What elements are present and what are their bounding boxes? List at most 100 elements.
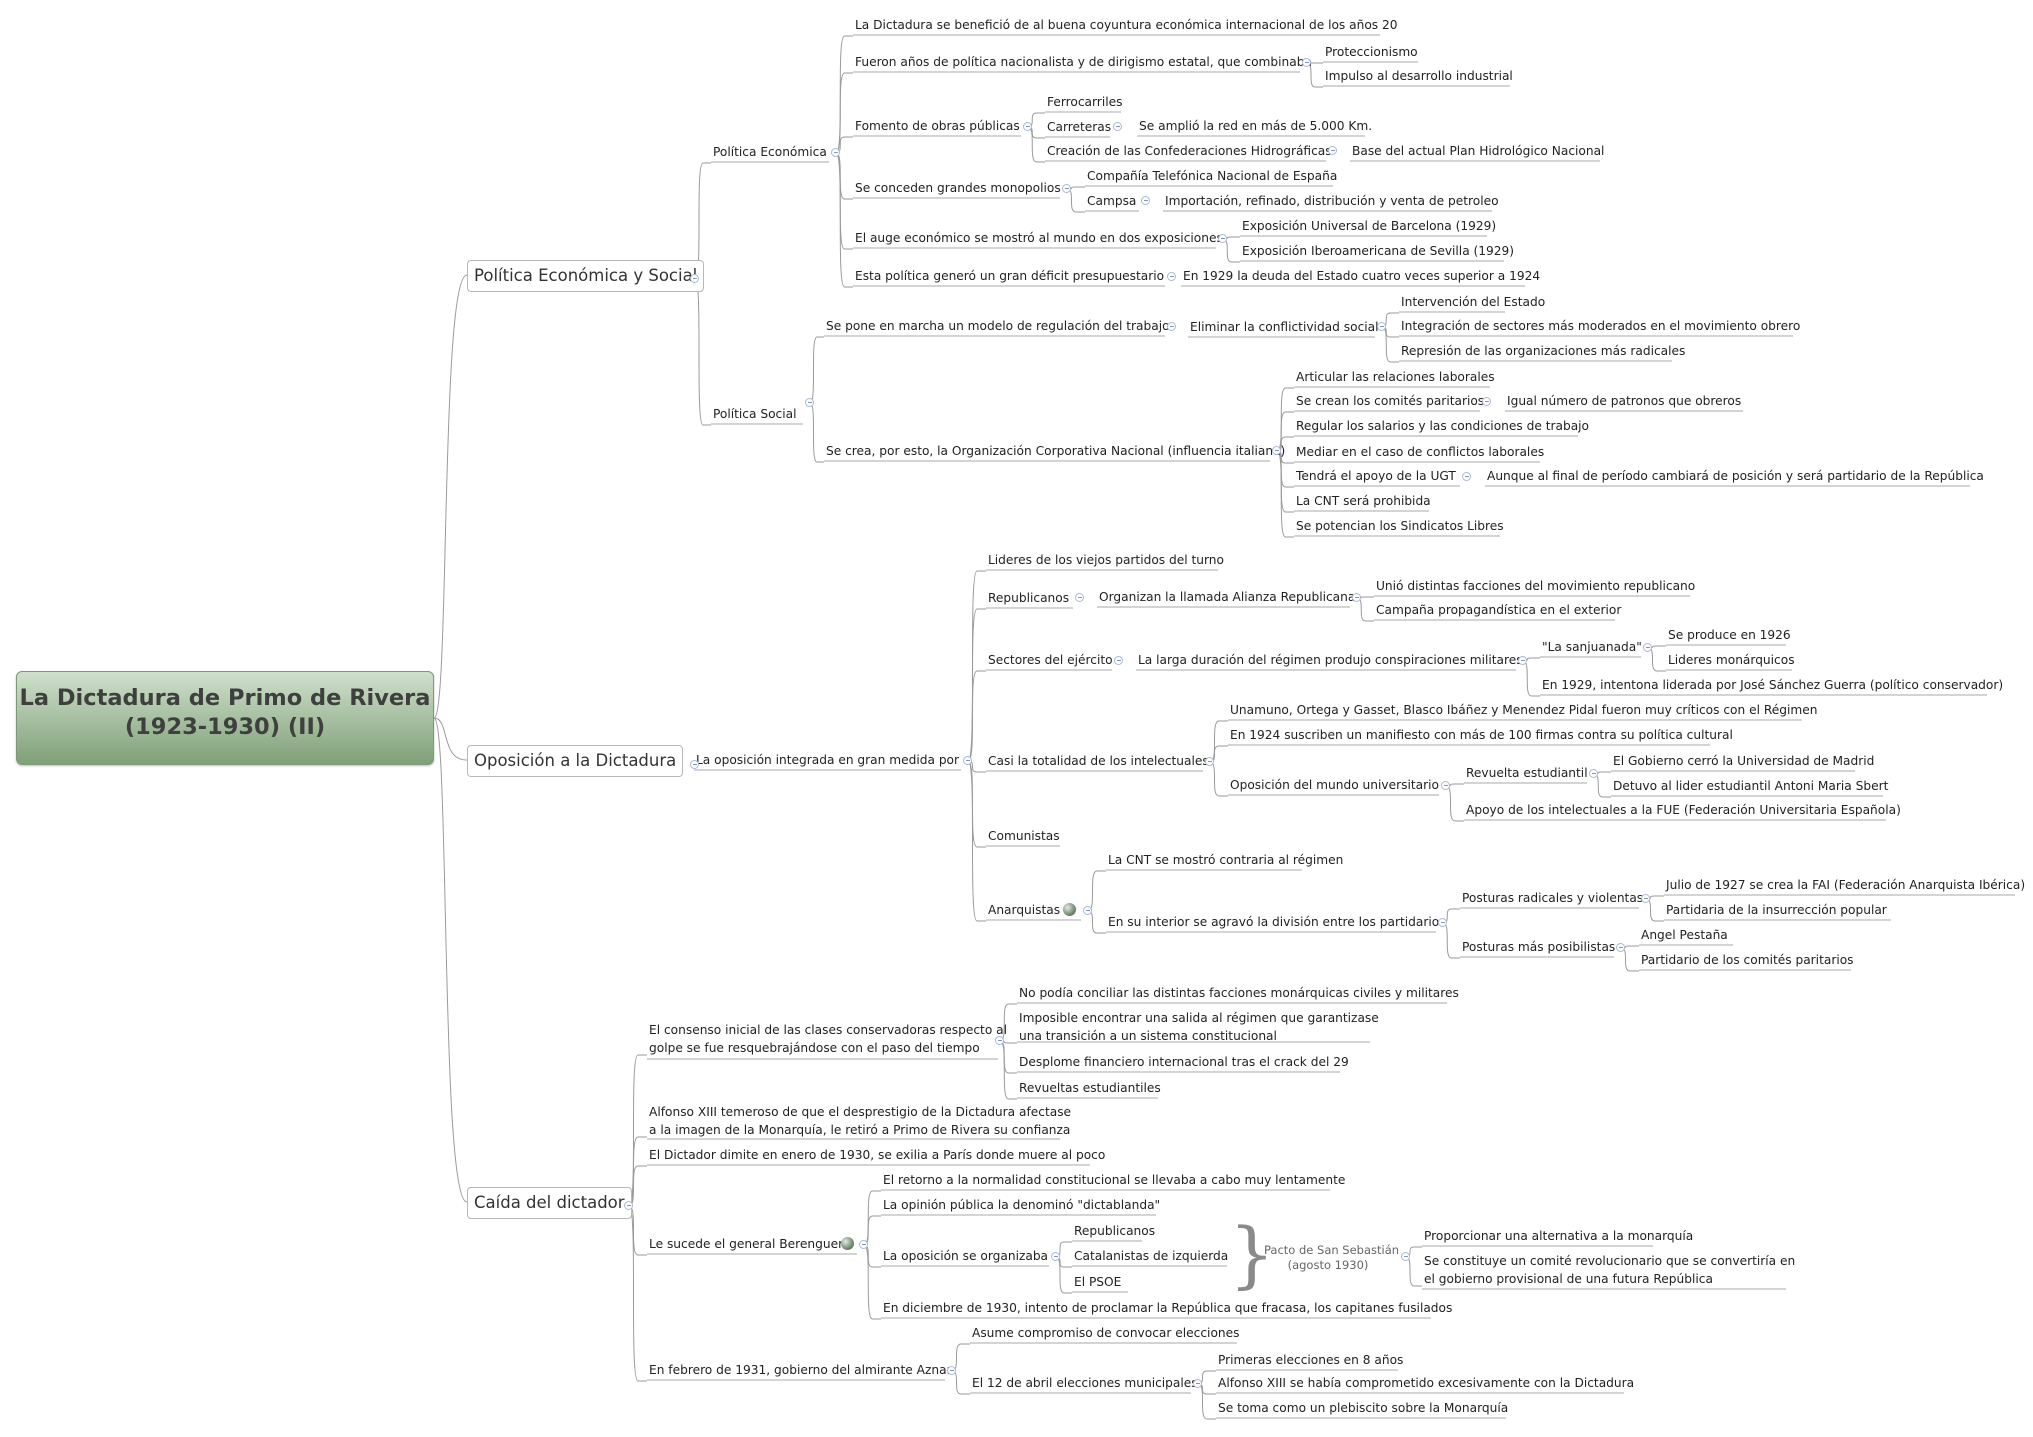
topic-retorno-normalidad[interactable]: El retorno a la normalidad constituciona… [883,1173,1346,1187]
topic-elecciones-municipales[interactable]: El 12 de abril elecciones municipales [972,1376,1198,1390]
collapse-icon[interactable] [1438,918,1447,927]
topic-revuelta-estudiantil[interactable]: Revuelta estudiantil [1466,766,1588,780]
topic-primeras-elecciones[interactable]: Primeras elecciones en 8 años [1218,1353,1404,1367]
topic-pacto-san-sebastian[interactable]: Pacto de San Sebastián (agosto 1930) [1262,1243,1399,1273]
collapse-icon[interactable] [1113,122,1122,131]
topic-represion-radicales[interactable]: Represión de las organizaciones más radi… [1401,344,1686,358]
collapse-icon[interactable] [1643,643,1652,652]
topic-unio-facciones[interactable]: Unió distintas facciones del movimiento … [1376,579,1696,593]
topic-cnt-contraria[interactable]: La CNT se mostró contraria al régimen [1108,853,1344,867]
collapse-icon[interactable] [831,148,840,157]
topic-auge-economico[interactable]: El auge económico se mostró al mundo en … [855,231,1223,245]
topic-impulso-industrial[interactable]: Impulso al desarrollo industrial [1325,69,1513,83]
topic-anarquistas[interactable]: Anarquistas [988,903,1061,917]
topic-integracion-sectores[interactable]: Integración de sectores más moderados en… [1401,319,1801,333]
topic-detuvo-sbert[interactable]: Detuvo al lider estudiantil Antoni Maria… [1613,779,1889,793]
collapse-icon[interactable] [1272,446,1281,455]
collapse-icon[interactable] [690,760,699,769]
collapse-icon[interactable] [1023,122,1032,131]
topic-republicanos[interactable]: Republicanos [988,591,1070,605]
collapse-icon[interactable] [624,1201,633,1210]
collapse-icon[interactable] [805,398,814,407]
topic-proteccionismo[interactable]: Proteccionismo [1325,45,1418,59]
topic-intelectuales[interactable]: Casi la totalidad de los intelectuales [988,754,1209,768]
topic-carreteras[interactable]: Carreteras [1047,120,1112,134]
collapse-icon[interactable] [1377,322,1386,331]
collapse-icon[interactable] [963,756,972,765]
topic-deficit[interactable]: Esta política generó un gran déficit pre… [855,269,1165,283]
topic-alianza-republicana[interactable]: Organizan la llamada Alianza Republicana [1099,590,1356,604]
topic-manifiesto-1924[interactable]: En 1924 suscriben un manifiesto con más … [1230,728,1733,742]
topic-regular-salarios[interactable]: Regular los salarios y las condiciones d… [1296,419,1590,433]
root-topic[interactable]: La Dictadura de Primo de Rivera (1923-19… [16,671,434,765]
topic-posturas-radicales[interactable]: Posturas radicales y violentas [1462,891,1644,905]
collapse-icon[interactable] [690,274,699,283]
topic-comites-paritarios[interactable]: Se crean los comités paritarios [1296,394,1485,408]
topic-consenso-inicial[interactable]: El consenso inicial de las clases conser… [647,1021,1009,1057]
topic-obras-publicas[interactable]: Fomento de obras públicas [855,119,1020,133]
topic-sectores-ejercito[interactable]: Sectores del ejército [988,653,1113,667]
collapse-icon[interactable] [947,1366,956,1375]
topic-campsa[interactable]: Campsa [1087,194,1137,208]
topic-comunistas[interactable]: Comunistas [988,829,1060,843]
collapse-icon[interactable] [1062,184,1071,193]
topic-cnt-prohibida[interactable]: La CNT será prohibida [1296,494,1431,508]
topic-psoe[interactable]: El PSOE [1074,1275,1122,1289]
topic-lideres-turno[interactable]: Lideres de los viejos partidos del turno [988,553,1224,567]
collapse-icon[interactable] [859,1240,868,1249]
topic-apoyo-fue[interactable]: Apoyo de los intelectuales a la FUE (Fed… [1466,803,1901,817]
topic-salida-regimen[interactable]: Imposible encontrar una salida al régime… [1017,1009,1381,1045]
topic-alfonso-confianza[interactable]: Alfonso XIII temeroso de que el desprest… [647,1103,1073,1139]
topic-conspiraciones[interactable]: La larga duración del régimen produjo co… [1138,653,1523,667]
topic-general-berenguer[interactable]: Le sucede el general Berenguer [649,1237,844,1251]
topic-insurreccion-popular[interactable]: Partidaria de la insurrección popular [1666,903,1887,917]
collapse-icon[interactable] [1401,1252,1410,1261]
collapse-icon[interactable] [1193,1379,1202,1388]
topic-oposicion-organiza[interactable]: La oposición se organizaba [883,1249,1049,1263]
collapse-icon[interactable] [1167,272,1176,281]
topic-intervencion-estado[interactable]: Intervención del Estado [1401,295,1546,309]
collapse-icon[interactable] [1482,397,1491,406]
topic-intentona-1929[interactable]: En 1929, intentona liderada por José Sán… [1542,678,2004,692]
branch-politica-economica-social[interactable]: Política Económica y Social [467,260,705,292]
topic-lideres-monarquicos[interactable]: Lideres monárquicos [1668,653,1795,667]
topic-red-carreteras[interactable]: Se amplió la red en más de 5.000 Km. [1139,119,1373,133]
topic-coyuntura[interactable]: La Dictadura se benefició de al buena co… [855,18,1398,32]
topic-confederaciones[interactable]: Creación de las Confederaciones Hidrográ… [1047,144,1332,158]
topic-articular-relaciones[interactable]: Articular las relaciones laborales [1296,370,1495,384]
collapse-icon[interactable] [1589,769,1598,778]
topic-eliminar-conflictividad[interactable]: Eliminar la conflictividad social [1190,320,1379,334]
topic-campana-exterior[interactable]: Campaña propagandística en el exterior [1376,603,1622,617]
branch-oposicion[interactable]: Oposición a la Dictadura [467,745,684,777]
collapse-icon[interactable] [1462,472,1471,481]
topic-politica-economica[interactable]: Política Económica [713,145,827,159]
collapse-icon[interactable] [1302,58,1311,67]
topic-politica-social[interactable]: Política Social [713,407,797,421]
collapse-icon[interactable] [1141,196,1150,205]
collapse-icon[interactable] [1083,906,1092,915]
topic-cerro-universidad[interactable]: El Gobierno cerró la Universidad de Madr… [1613,754,1875,768]
topic-diciembre-1930[interactable]: En diciembre de 1930, intento de proclam… [883,1301,1453,1315]
collapse-icon[interactable] [995,1036,1004,1045]
topic-mediar-conflictos[interactable]: Mediar en el caso de conflictos laborale… [1296,445,1545,459]
topic-igual-numero[interactable]: Igual número de patronos que obreros [1507,394,1742,408]
collapse-icon[interactable] [1205,757,1214,766]
collapse-icon[interactable] [1328,146,1337,155]
topic-plebiscito[interactable]: Se toma como un plebiscito sobre la Mona… [1218,1401,1509,1415]
collapse-icon[interactable] [1114,656,1123,665]
topic-sanjuanada[interactable]: "La sanjuanada" [1542,640,1642,654]
collapse-icon[interactable] [1167,322,1176,331]
topic-organizacion-corporativa[interactable]: Se crea, por esto, la Organización Corpo… [826,444,1286,458]
topic-monopolios[interactable]: Se conceden grandes monopolios [855,181,1061,195]
collapse-icon[interactable] [1641,894,1650,903]
topic-sindicatos-libres[interactable]: Se potencian los Sindicatos Libres [1296,519,1504,533]
topic-comites-paritarios-partidario[interactable]: Partidario de los comités paritarios [1641,953,1854,967]
topic-plan-hidrologico[interactable]: Base del actual Plan Hidrológico Naciona… [1352,144,1605,158]
collapse-icon[interactable] [1075,593,1084,602]
topic-nacionalista[interactable]: Fueron años de política nacionalista y d… [855,55,1312,69]
collapse-icon[interactable] [1218,234,1227,243]
topic-modelo-regulacion[interactable]: Se pone en marcha un modelo de regulació… [826,319,1170,333]
topic-desplome-financiero[interactable]: Desplome financiero internacional tras e… [1019,1055,1349,1069]
topic-posturas-posibilistas[interactable]: Posturas más posibilistas [1462,940,1616,954]
topic-dictablanda[interactable]: La opinión pública la denominó "dictabla… [883,1198,1161,1212]
